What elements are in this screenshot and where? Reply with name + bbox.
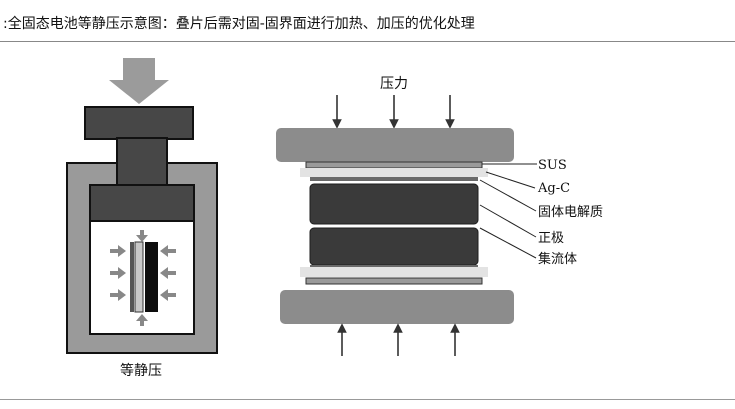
iso-arrow-left-3 <box>110 289 126 301</box>
callout-line-electrolyte <box>479 179 537 212</box>
stacked-cell: 压力 SUS Ag-C 固体电解质 正极 集流体 <box>276 76 603 356</box>
cathode-layer <box>309 227 479 266</box>
layer-label-solid-electrolyte: 固体电解质 <box>538 205 603 220</box>
bottom-sus-layer <box>305 277 483 285</box>
top-sus-layer <box>305 161 483 169</box>
top-press-plate <box>276 128 514 162</box>
iso-arrow-top <box>136 230 148 242</box>
layer-label-sus: SUS <box>538 158 567 173</box>
sample-stack-middle <box>134 241 144 313</box>
bottom-press-plate <box>280 290 514 324</box>
isostatic-pressure-arrows <box>110 230 176 326</box>
callout-line-ag-c <box>485 171 536 189</box>
figure-caption: :全固态电池等静压示意图：叠片后需对固-固界面进行加热、加压的优化处理 <box>3 16 475 32</box>
sample-stack-left <box>130 242 134 312</box>
press-piston-neck <box>116 137 168 187</box>
press-piston-head <box>89 184 195 222</box>
layer-label-cathode: 正极 <box>538 231 564 246</box>
iso-arrow-right-1 <box>160 245 176 257</box>
bottom-ag-c-layer <box>310 265 478 267</box>
callout-line-collector <box>479 227 537 259</box>
big-press-arrow <box>109 58 169 104</box>
layer-label-current-collector: 集流体 <box>538 251 577 267</box>
callout-line-cathode <box>479 204 537 238</box>
top-current-collector-foil <box>300 168 488 177</box>
bottom-current-collector-foil <box>300 267 488 277</box>
iso-arrow-right-3 <box>160 289 176 301</box>
caption-bar: :全固态电池等静压示意图：叠片后需对固-固界面进行加热、加压的优化处理 <box>0 0 735 42</box>
top-ag-c-layer <box>310 177 478 181</box>
iso-arrow-left-1 <box>110 245 126 257</box>
sample-stack-right <box>145 242 158 312</box>
layer-label-ag-c: Ag-C <box>537 181 570 196</box>
iso-arrow-left-2 <box>110 267 126 279</box>
iso-arrow-bottom <box>136 314 148 326</box>
iso-arrow-right-2 <box>160 267 176 279</box>
solid-electrolyte-layer <box>309 183 479 225</box>
isostatic-label: 等静压 <box>120 362 162 379</box>
isostatic-press: 等静压 <box>66 58 218 379</box>
pressure-label: 压力 <box>380 76 408 92</box>
press-top-block <box>84 106 194 140</box>
bottom-divider <box>0 399 735 400</box>
callout-lines <box>479 163 537 259</box>
